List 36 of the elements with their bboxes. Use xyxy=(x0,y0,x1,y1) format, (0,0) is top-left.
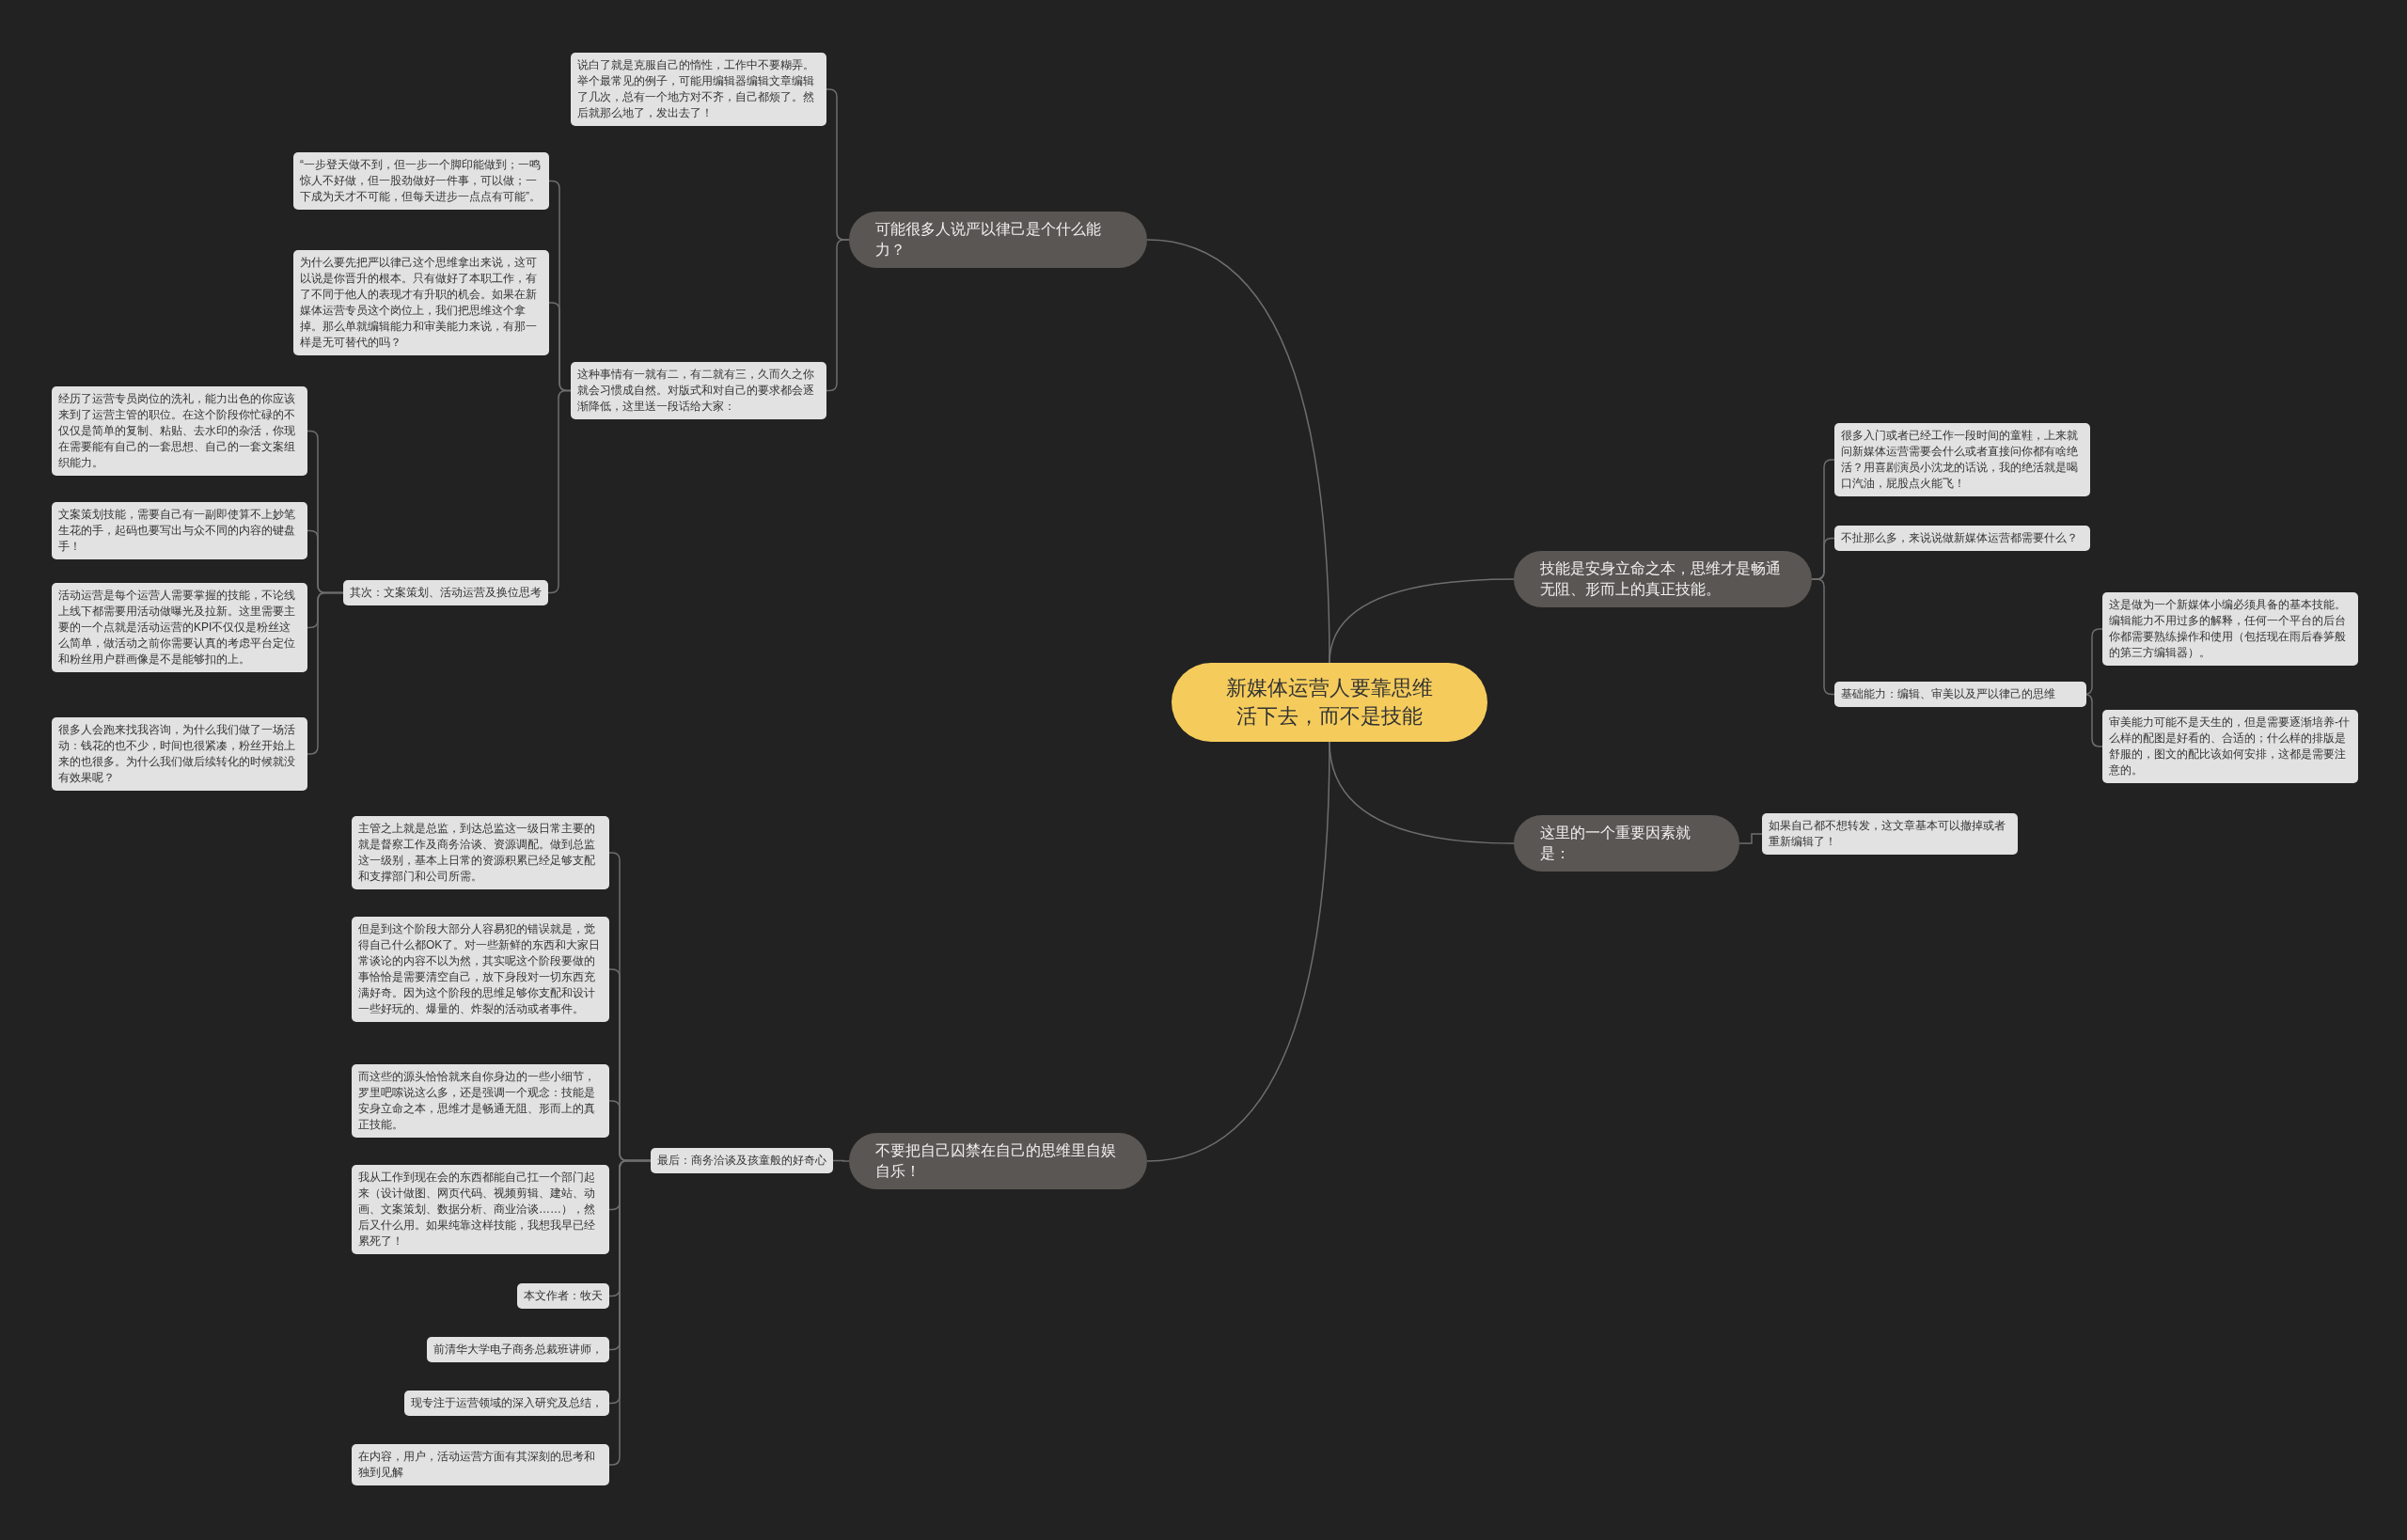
central-topic: 新媒体运营人要靠思维活下去，而不是技能 xyxy=(1172,663,1487,742)
connector-line xyxy=(1329,578,1515,664)
subtopic-card: 这是做为一个新媒体小编必须具备的基本技能。编辑能力不用过多的解释，任何一个平台的后台你都需要熟练操作和使用（包括现在雨后春笋般的第三方编辑器）。 xyxy=(2102,592,2358,666)
connector-line xyxy=(1738,833,1763,844)
subtopic-card: 本文作者：牧天 xyxy=(517,1283,609,1309)
branch-topic: 这里的一个重要因素就是： xyxy=(1514,815,1739,872)
connector-line xyxy=(832,1159,850,1162)
subtopic-card: 而这些的源头恰恰就来自你身边的一些小细节，罗里吧嗦说这么多，还是强调一个观念：技能是安身立命之本，思维才是畅通无阻、形而上的真正技能。 xyxy=(352,1064,609,1138)
subtopic-card: 活动运营是每个运营人需要掌握的技能，不论线上线下都需要用活动做曝光及拉新。这里需要主要的一个点就是活动运营的KPI不仅仅是粉丝这么简单，做活动之前你需要认真的考虑平台定位和粉丝用户群画像是不是能够扣的上。 xyxy=(52,583,307,672)
branch-topic: 技能是安身立命之本，思维才是畅通无阻、形而上的真正技能。 xyxy=(1514,551,1812,607)
subtopic-card: 主管之上就是总监，到达总监这一级日常主要的就是督察工作及商务洽谈、资源调配。做到总监这一级别，基本上日常的资源积累已经足够支配和支撑部门和公司所需。 xyxy=(352,816,609,889)
connector-line xyxy=(1146,741,1330,1162)
subtopic-card: 很多入门或者已经工作一段时间的童鞋，上来就问新媒体运营需要会什么或者直接问你都有啥绝活？用喜剧演员小沈龙的话说，我的绝活就是喝口汽油，屁股点火能飞！ xyxy=(1834,423,2090,496)
subtopic-card: 这种事情有一就有二，有二就有三，久而久之你就会习惯成自然。对版式和对自己的要求都会逐渐降低，这里送一段话给大家： xyxy=(571,362,826,419)
branch-topic: 不要把自己囚禁在自己的思维里自娱自乐！ xyxy=(849,1133,1147,1189)
subtopic-card: 但是到这个阶段大部分人容易犯的错误就是，觉得自己什么都OK了。对一些新鲜的东西和大家日常谈论的内容不以为然，其实呢这个阶段要做的事恰恰是需要清空自己，放下身段对一切东西充满好奇。因为这个阶段的思维足够你支配和设计一些好玩的、爆量的、炸裂的活动或者事件。 xyxy=(352,917,609,1022)
subtopic-card: 审美能力可能不是天生的，但是需要逐渐培养-什么样的配图是好看的、合适的；什么样的排版是舒服的，图文的配比该如何安排，这都是需要注意的。 xyxy=(2102,710,2358,783)
connector-line xyxy=(826,239,850,392)
subtopic-card: “一步登天做不到，但一步一个脚印能做到；一鸣惊人不好做，但一股劲做好一件事，可以做；一下成为天才不可能，但每天进步一点点有可能”。 xyxy=(293,152,549,210)
subtopic-card: 其次：文案策划、活动运营及换位思考 xyxy=(343,580,548,605)
subtopic-card: 最后：商务洽谈及孩童般的好奇心 xyxy=(651,1148,833,1173)
subtopic-card: 文案策划技能，需要自己有一副即使算不上妙笔生花的手，起码也要写出与众不同的内容的键盘手！ xyxy=(52,502,307,559)
connector-line xyxy=(547,389,572,594)
branch-topic: 可能很多人说严以律己是个什么能力？ xyxy=(849,212,1147,268)
subtopic-card: 如果自己都不想转发，这文章基本可以撤掉或者重新编辑了！ xyxy=(1762,813,2018,855)
subtopic-card: 在内容，用户，活动运营方面有其深刻的思考和独到见解 xyxy=(352,1444,609,1485)
subtopic-card: 基础能力：编辑、审美以及严以律己的思维 xyxy=(1834,682,2086,707)
subtopic-card: 我从工作到现在会的东西都能自己扛一个部门起来（设计做图、网页代码、视频剪辑、建站、动画、文案策划、数据分析、商业洽谈……），然后又什么用。如果纯靠这样技能，我想我早已经累死了！ xyxy=(352,1165,609,1254)
subtopic-card: 不扯那么多，来说说做新媒体运营都需要什么？ xyxy=(1834,526,2090,551)
subtopic-card: 经历了运营专员岗位的洗礼，能力出色的你应该来到了运营主管的职位。在这个阶段你忙碌的不仅仅是简单的复制、粘贴、去水印的杂活，你现在需要能有自己的一套思想、自己的一套文案组织能力。 xyxy=(52,386,307,476)
connector-line xyxy=(307,591,344,755)
subtopic-card: 很多人会跑来找我咨询，为什么我们做了一场活动：钱花的也不少，时间也很紧凑，粉丝开始上来的也很多。为什么我们做后续转化的时候就没有效果呢？ xyxy=(52,717,307,791)
subtopic-card: 说白了就是克服自己的惰性，工作中不要糊弄。举个最常见的例子，可能用编辑器编辑文章编辑了几次，总有一个地方对不齐，自己都烦了。然后就那么地了，发出去了！ xyxy=(571,53,826,126)
subtopic-card: 现专注于运营领域的深入研究及总结， xyxy=(404,1391,609,1416)
subtopic-card: 为什么要先把严以律己这个思维拿出来说，这可以说是你晋升的根本。只有做好了本职工作，有了不同于他人的表现才有升职的机会。如果在新媒体运营专员这个岗位上，我们把思维这个拿掉。那么单就编辑能力和审美能力来说，有那一样是无可替代的吗？ xyxy=(293,250,549,355)
subtopic-card: 前清华大学电子商务总裁班讲师， xyxy=(427,1337,609,1362)
